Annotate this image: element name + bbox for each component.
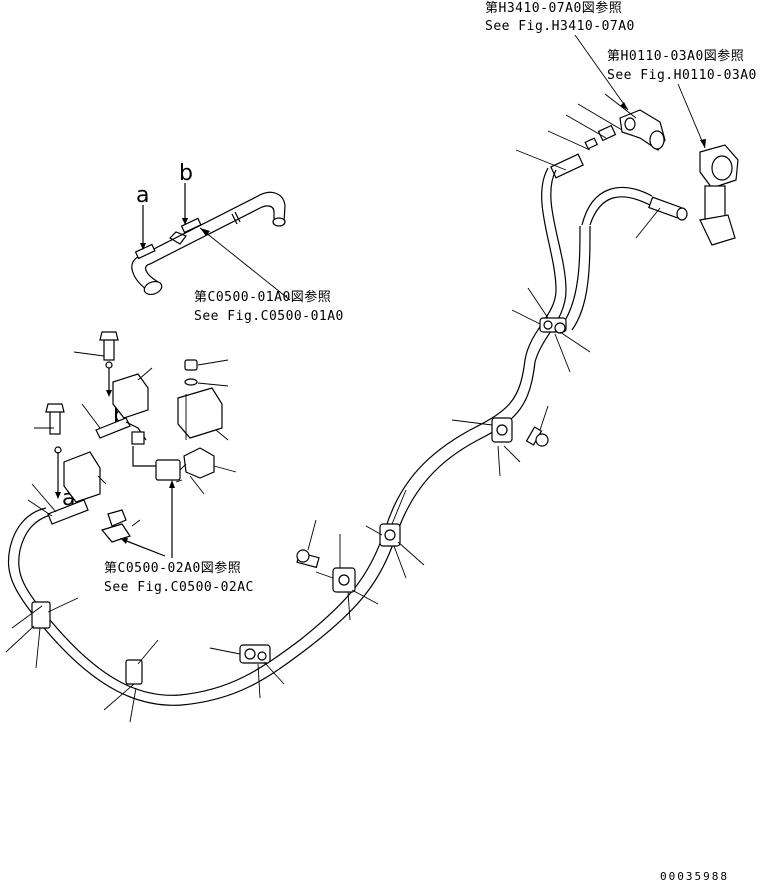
clamp-2 (491, 417, 513, 443)
ref-h3410-jp: 第H3410-07A0図参照 (485, 0, 622, 16)
clamp-7 (31, 601, 51, 629)
clamp-3 (379, 523, 401, 547)
ref-c0500-01-jp: 第C0500-01A0図参照 (194, 289, 331, 305)
left-components (27, 331, 237, 558)
clamp-8 (296, 549, 320, 569)
marker-b-top: b (179, 161, 193, 186)
ref-c0500-02-jp: 第C0500-02A0図参照 (104, 560, 241, 576)
right-top-fittings (515, 34, 739, 246)
ref-h0110-en: See Fig.H0110-03A0 (607, 68, 757, 83)
callout-leaders (5, 287, 591, 723)
clamps (31, 317, 567, 685)
clamp-1 (539, 317, 567, 334)
clamp-4 (332, 567, 356, 593)
ref-c0500-01-en: See Fig.C0500-01A0 (194, 309, 344, 324)
clamp-6 (125, 659, 143, 685)
ref-h0110-jp: 第H0110-03A0図参照 (607, 48, 744, 64)
ref-h3410-en: See Fig.H3410-07A0 (485, 19, 635, 34)
upper-pipe-assembly (131, 183, 291, 301)
main-pipe (7, 167, 653, 706)
clamp-5 (239, 644, 271, 664)
ref-c0500-02-en: See Fig.C0500-02AC (104, 580, 254, 595)
catalog-number: 00035988 (660, 870, 729, 883)
clamp-9 (525, 426, 549, 447)
marker-a-top: a (136, 183, 149, 208)
